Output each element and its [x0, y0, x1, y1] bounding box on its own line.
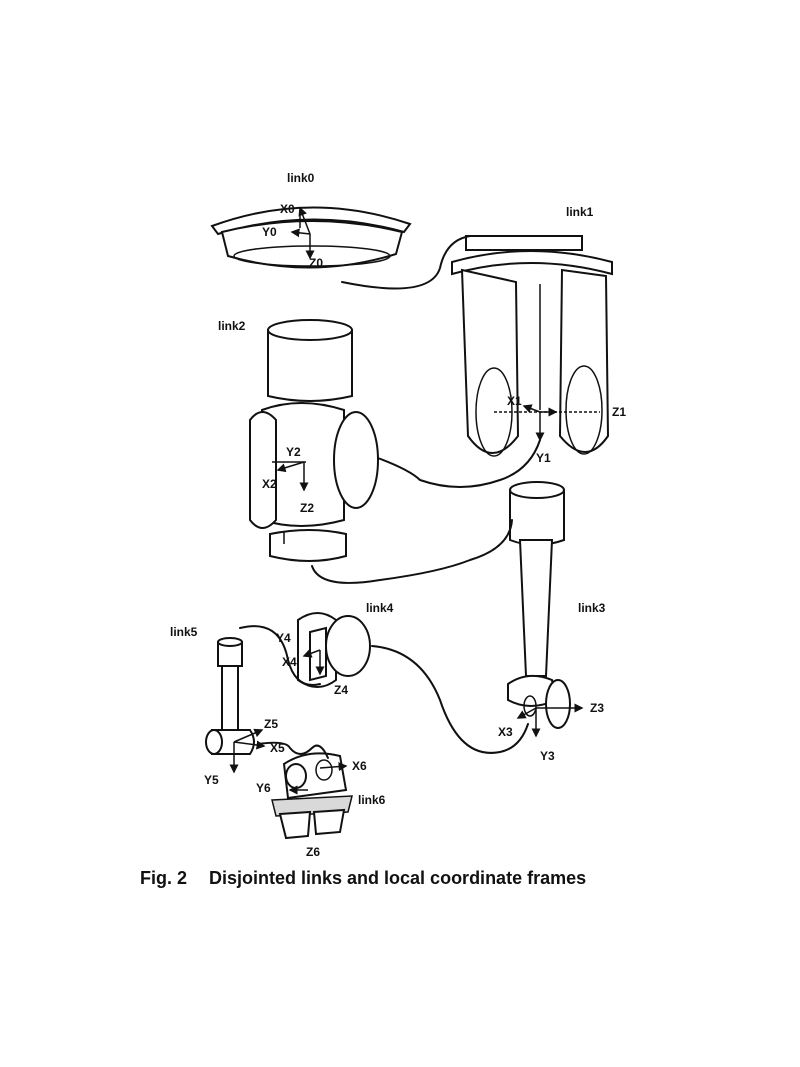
frame1-axes — [494, 404, 600, 442]
label-x3: X3 — [498, 725, 513, 739]
label-z1: Z1 — [612, 405, 626, 419]
frame4-axes — [302, 649, 325, 676]
label-y5: Y5 — [204, 773, 219, 787]
label-y4: Y4 — [276, 631, 291, 645]
link1-shape — [451, 235, 613, 457]
frame6-axes — [288, 762, 348, 795]
link4-shape — [297, 612, 371, 688]
frame3-axes — [516, 703, 584, 738]
connector-curves — [239, 235, 541, 759]
label-z5: Z5 — [264, 717, 278, 731]
figure-caption-text: Disjointed links and local coordinate fr… — [209, 868, 587, 888]
frame5-axes — [229, 728, 266, 774]
link3-shape — [507, 481, 571, 729]
label-z6: Z6 — [306, 845, 320, 859]
link5-shape — [205, 637, 255, 755]
label-y0: Y0 — [262, 225, 277, 239]
label-z3: Z3 — [590, 701, 604, 715]
link6-shape — [271, 752, 353, 840]
frame2-axes — [272, 461, 309, 544]
label-y6: Y6 — [256, 781, 271, 795]
label-link0: link0 — [287, 171, 315, 185]
label-link1: link1 — [566, 205, 594, 219]
label-link6: link6 — [358, 793, 386, 807]
figure-number: Fig. 2 — [140, 868, 188, 888]
label-link2: link2 — [218, 319, 246, 333]
label-x5: X5 — [270, 741, 285, 755]
label-x4: X4 — [282, 655, 297, 669]
label-x0: X0 — [280, 202, 295, 216]
link0-shape — [210, 206, 412, 269]
frame0-axes — [290, 206, 315, 260]
label-link3: link3 — [578, 601, 606, 615]
figure-caption: Fig. 2 Disjointed links and local coordin… — [140, 868, 700, 889]
label-link5: link5 — [170, 625, 198, 639]
label-z2: Z2 — [300, 501, 314, 515]
label-z4: Z4 — [334, 683, 348, 697]
label-y1: Y1 — [536, 451, 551, 465]
label-x2: X2 — [262, 477, 277, 491]
label-x1: X1 — [507, 394, 522, 408]
label-x6: X6 — [352, 759, 367, 773]
link2-shape — [249, 319, 379, 562]
label-y2: Y2 — [286, 445, 301, 459]
label-z0: Z0 — [309, 256, 323, 270]
label-y3: Y3 — [540, 749, 555, 763]
label-link4: link4 — [366, 601, 394, 615]
